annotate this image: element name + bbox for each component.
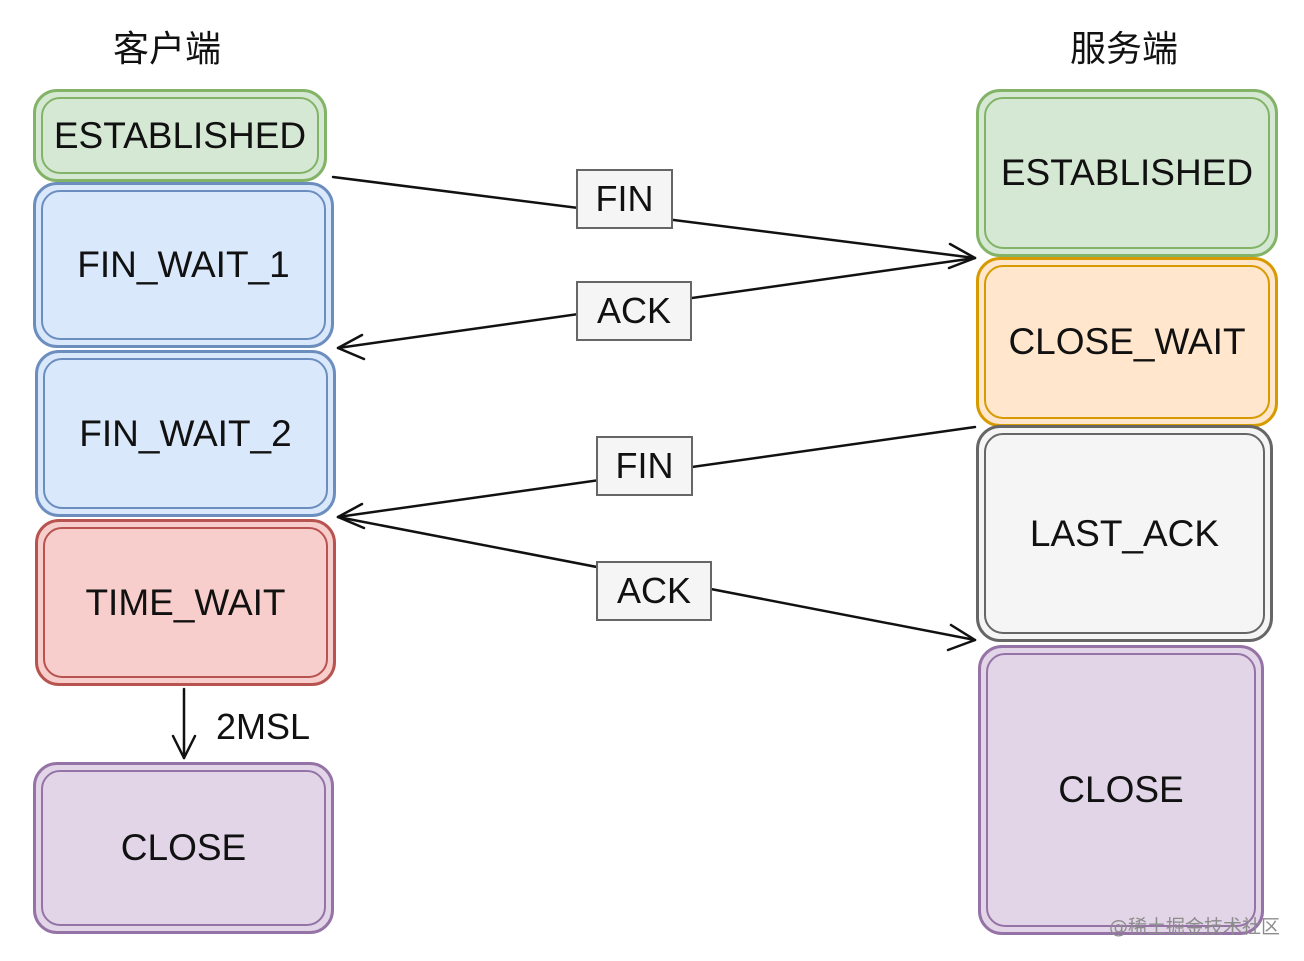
watermark: @稀土掘金技术社区 <box>1108 916 1280 938</box>
server-state-close: CLOSE <box>978 645 1264 935</box>
server-title: 服务端 <box>1070 29 1179 70</box>
timer-label: 2MSL <box>216 706 311 747</box>
client-state-fin-wait-1: FIN_WAIT_1 <box>33 182 334 348</box>
client-state-close: CLOSE <box>33 762 334 934</box>
client-title: 客户端 <box>113 29 222 70</box>
message-ack-label: ACK <box>596 561 712 621</box>
message-fin-label: FIN <box>576 169 673 229</box>
server-state-close-wait: CLOSE_WAIT <box>976 257 1278 427</box>
client-state-time-wait: TIME_WAIT <box>35 519 336 686</box>
client-state-fin-wait-2: FIN_WAIT_2 <box>35 350 336 517</box>
message-fin-label: FIN <box>596 436 693 496</box>
message-ack-label: ACK <box>576 281 692 341</box>
ack2-arrowhead <box>946 623 977 652</box>
timer-arrowhead <box>171 734 197 760</box>
ack-arrowhead <box>336 333 366 361</box>
server-state-established: ESTABLISHED <box>976 89 1278 257</box>
client-state-established: ESTABLISHED <box>33 89 327 182</box>
server-state-last-ack: LAST_ACK <box>976 425 1273 642</box>
